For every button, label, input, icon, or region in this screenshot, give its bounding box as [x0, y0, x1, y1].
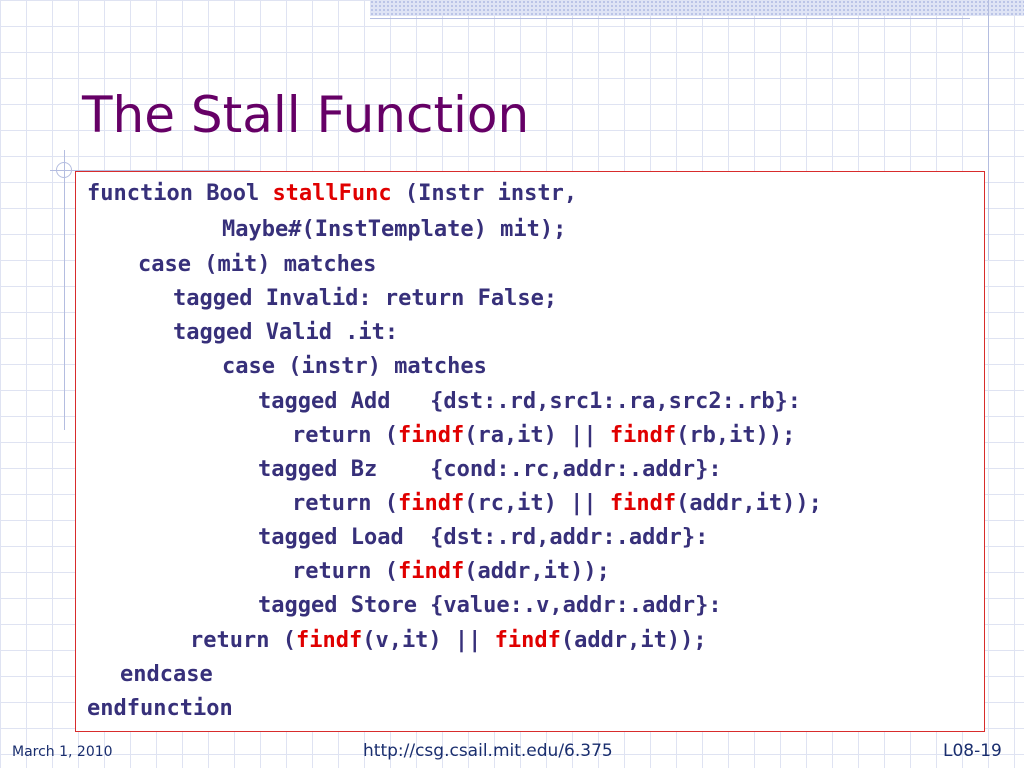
code-text: tagged Add {dst:.rd,src1:.ra,src2:.rb}: [258, 389, 802, 414]
code-text: endfunction [87, 696, 233, 721]
code-text: (Instr instr, [391, 181, 578, 206]
code-text: (addr,it)); [676, 491, 822, 516]
code-line: endcase [120, 662, 213, 688]
code-text: return ( [292, 559, 398, 584]
code-text: (rc,it) || [464, 491, 610, 516]
title-rule [50, 170, 250, 171]
code-text: (addr,it)); [464, 559, 610, 584]
code-text: return ( [292, 491, 398, 516]
code-text: tagged Valid .it: [173, 320, 399, 345]
findf-call: findf [397, 491, 465, 516]
code-text: tagged Store {value:.v,addr:.addr}: [258, 593, 722, 618]
code-text: return ( [190, 628, 296, 653]
code-box [75, 171, 985, 732]
code-line: return (findf(addr,it)); [292, 559, 610, 585]
code-line: return (findf(rc,it) || findf(addr,it)); [292, 491, 822, 517]
code-line: return (findf(ra,it) || findf(rb,it)); [292, 423, 795, 449]
code-text: (ra,it) || [464, 423, 610, 448]
code-line: tagged Valid .it: [173, 320, 398, 346]
code-text: (v,it) || [362, 628, 495, 653]
code-line: function Bool stallFunc (Instr instr, [87, 181, 577, 207]
code-line: tagged Invalid: return False; [173, 286, 557, 312]
decorative-circle [56, 162, 72, 178]
code-text: endcase [120, 662, 213, 687]
code-line: case (mit) matches [138, 252, 376, 278]
code-text: (addr,it)); [560, 628, 707, 653]
findf-call: findf [397, 559, 465, 584]
right-rule [988, 0, 989, 260]
slide-number: L08-19 [943, 741, 1002, 761]
top-decorative-bar [370, 0, 1024, 16]
findf-call: findf [609, 491, 677, 516]
findf-call: findf [397, 423, 465, 448]
slide-title: The Stall Function [82, 86, 530, 144]
code-text: case (mit) matches [138, 252, 377, 277]
code-text: tagged Bz {cond:.rc,addr:.addr}: [258, 457, 722, 482]
footer-date: March 1, 2010 [12, 744, 113, 760]
code-line: tagged Store {value:.v,addr:.addr}: [258, 593, 722, 619]
findf-call: findf [609, 423, 677, 448]
top-rule [370, 18, 970, 19]
code-line: return (findf(v,it) || findf(addr,it)); [190, 628, 707, 654]
code-text: tagged Invalid: return False; [173, 286, 558, 311]
code-line: Maybe#(InstTemplate) mit); [222, 217, 566, 243]
code-text: return ( [292, 423, 398, 448]
code-line: tagged Bz {cond:.rc,addr:.addr}: [258, 457, 722, 483]
code-text: case (instr) matches [222, 354, 487, 379]
code-text: (rb,it)); [676, 423, 796, 448]
findf-call: findf [494, 628, 561, 653]
code-text: tagged Load {dst:.rd,addr:.addr}: [258, 525, 709, 550]
code-line: case (instr) matches [222, 354, 487, 380]
code-line: tagged Add {dst:.rd,src1:.ra,src2:.rb}: [258, 389, 801, 415]
footer-url[interactable]: http://csg.csail.mit.edu/6.375 [363, 741, 613, 761]
left-rule [64, 150, 65, 430]
code-line: tagged Load {dst:.rd,addr:.addr}: [258, 525, 708, 551]
code-text: function Bool [87, 181, 273, 206]
findf-call: findf [295, 628, 363, 653]
function-name: stallFunc [272, 181, 392, 206]
code-line: endfunction [87, 696, 233, 722]
code-text: Maybe#(InstTemplate) mit); [222, 217, 567, 242]
